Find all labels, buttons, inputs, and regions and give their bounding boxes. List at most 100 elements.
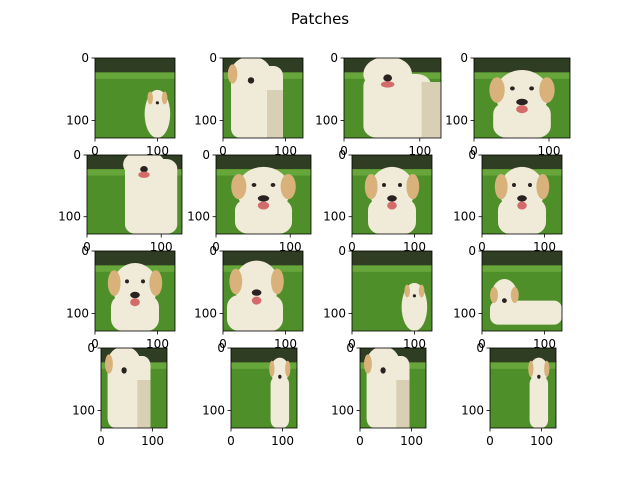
patch-5-xtick-label: 100 (150, 240, 173, 254)
patch-7-xtick-label: 0 (348, 240, 356, 254)
patch-6-image (216, 155, 311, 234)
patch-6-ytick-label: 0 (202, 148, 210, 162)
patch-8-frame (481, 154, 563, 235)
patch-6-xtick-label: 0 (212, 240, 220, 254)
patch-16-image (490, 348, 556, 428)
patch-12-ytick-label: 0 (468, 244, 476, 258)
patch-9-ytick-label: 0 (81, 244, 89, 258)
patch-15-xtick-label: 0 (356, 434, 364, 448)
patch-2-ytick-label: 0 (209, 51, 217, 65)
patch-9-ytick-label: 100 (66, 307, 89, 321)
patch-12-axes: 0 0 100 100 (453, 244, 563, 351)
patch-11-axes: 0 0 100 100 (323, 244, 433, 351)
patch-5-xtick-label: 0 (83, 240, 91, 254)
patch-1-image (95, 58, 175, 138)
patch-9-axes: 0 0 100 100 (66, 244, 176, 351)
patch-12-ytick-label: 100 (453, 307, 476, 321)
patch-3-ytick-label: 100 (315, 114, 338, 128)
patch-16-frame (489, 347, 557, 429)
patch-7-axes: 0 0 100 100 (323, 148, 433, 254)
patch-10-xtick-label: 100 (274, 337, 297, 351)
patch-6-xtick-label: 100 (279, 240, 302, 254)
patch-2-ytick-label: 100 (194, 114, 217, 128)
patch-4-ytick-label: 0 (460, 51, 468, 65)
patch-3-image (344, 58, 441, 138)
patch-14-image (231, 348, 297, 428)
patch-12-xtick-label: 0 (478, 337, 486, 351)
patch-2-axes: 0 0 100 100 (194, 51, 304, 158)
patch-15-ytick-label: 100 (331, 404, 354, 418)
patch-5-frame (86, 154, 183, 235)
patch-4-frame (473, 57, 571, 139)
patch-13-image (101, 348, 167, 428)
patch-13-frame (100, 347, 168, 429)
patch-9-xtick-label: 0 (91, 337, 99, 351)
patch-2-xtick-label: 100 (274, 144, 297, 158)
patch-5-ytick-label: 0 (73, 148, 81, 162)
patch-6-axes: 0 0 100 100 (187, 148, 312, 254)
patch-11-frame (351, 250, 433, 332)
patch-11-xtick-label: 100 (403, 337, 426, 351)
patch-11-xtick-label: 0 (348, 337, 356, 351)
patch-15-image (360, 348, 426, 428)
patch-9-xtick-label: 100 (146, 337, 169, 351)
patch-15-xtick-label: 100 (400, 434, 423, 448)
patch-1-xtick-label: 100 (146, 144, 169, 158)
patch-4-xtick-label: 100 (538, 144, 561, 158)
patch-12-image (482, 251, 562, 331)
patch-5-ytick-label: 100 (58, 210, 81, 224)
patch-8-axes: 0 0 100 100 (453, 148, 563, 254)
patch-6-ytick-label: 100 (187, 210, 210, 224)
patch-16-xtick-label: 0 (486, 434, 494, 448)
patch-10-ytick-label: 0 (209, 244, 217, 258)
patch-9-frame (94, 250, 176, 332)
patch-8-xtick-label: 100 (533, 240, 556, 254)
patch-15-ytick-label: 0 (346, 341, 354, 355)
patch-7-image (352, 155, 432, 234)
patch-7-frame (351, 154, 433, 235)
patch-4-ytick-label: 100 (445, 114, 468, 128)
patch-16-xtick-label: 100 (530, 434, 553, 448)
patch-13-ytick-label: 0 (87, 341, 95, 355)
patch-11-ytick-label: 100 (323, 307, 346, 321)
patch-2-xtick-label: 0 (219, 144, 227, 158)
patch-12-frame (481, 250, 563, 332)
patch-13-xtick-label: 100 (141, 434, 164, 448)
patch-8-xtick-label: 0 (478, 240, 486, 254)
patch-7-xtick-label: 100 (403, 240, 426, 254)
patch-8-ytick-label: 100 (453, 210, 476, 224)
patch-10-frame (222, 250, 304, 332)
patch-7-ytick-label: 100 (323, 210, 346, 224)
patch-16-ytick-label: 100 (461, 404, 484, 418)
patch-14-ytick-label: 0 (217, 341, 225, 355)
patch-5-axes: 0 0 100 100 (58, 148, 183, 254)
patch-1-ytick-label: 0 (81, 51, 89, 65)
patch-12-xtick-label: 100 (533, 337, 556, 351)
patch-14-xtick-label: 0 (227, 434, 235, 448)
patch-5-image (87, 155, 182, 234)
patch-6-frame (215, 154, 312, 235)
patch-16-ytick-label: 0 (476, 341, 484, 355)
patch-14-ytick-label: 100 (202, 404, 225, 418)
patch-3-ytick-label: 0 (330, 51, 338, 65)
patch-8-image (482, 155, 562, 234)
patch-10-ytick-label: 100 (194, 307, 217, 321)
patch-3-xtick-label: 0 (340, 144, 348, 158)
patch-13-ytick-label: 100 (72, 404, 95, 418)
patch-7-ytick-label: 0 (338, 148, 346, 162)
patch-4-xtick-label: 0 (470, 144, 478, 158)
patch-11-ytick-label: 0 (338, 244, 346, 258)
figure-title: Patches (291, 10, 349, 28)
patch-8-ytick-label: 0 (468, 148, 476, 162)
patch-15-frame (359, 347, 427, 429)
patch-2-image (223, 58, 303, 138)
patch-1-xtick-label: 0 (91, 144, 99, 158)
patch-4-axes: 0 0 100 100 (445, 51, 571, 158)
patch-16-axes: 0 0 100 100 (461, 341, 557, 448)
